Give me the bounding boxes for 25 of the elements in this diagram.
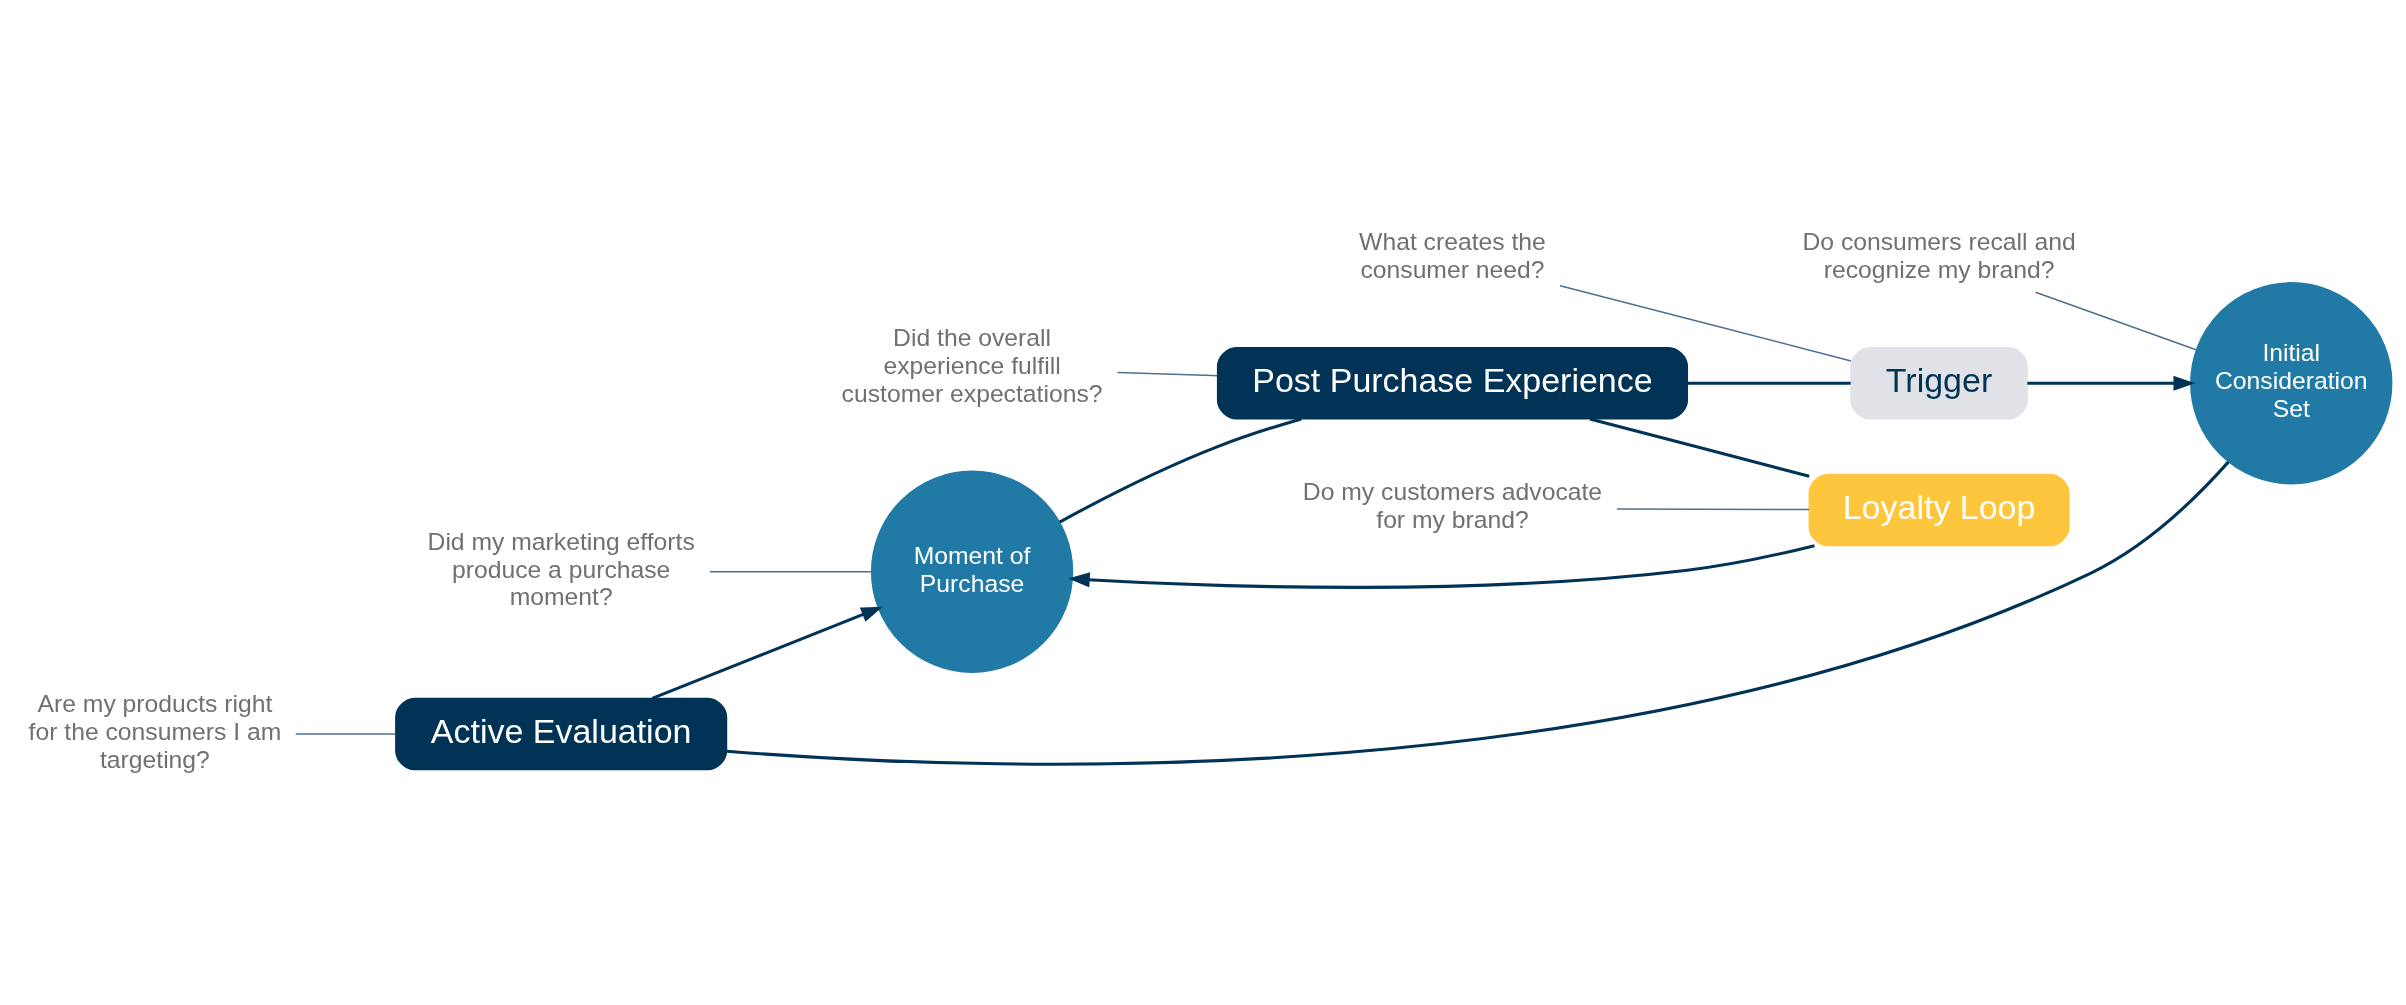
- arrow: [651, 606, 883, 700]
- connector: [1116, 371, 1219, 376]
- node-circle: Moment of Purchase: [870, 470, 1074, 673]
- connector: [1616, 507, 1810, 510]
- node-box: Active Evaluation: [395, 697, 728, 770]
- connector: [1688, 381, 1851, 385]
- connector: [2034, 290, 2197, 350]
- node-box: Loyalty Loop: [1808, 473, 2070, 546]
- connector: [726, 460, 2230, 765]
- connector: [1559, 284, 1852, 362]
- connector: [709, 570, 873, 572]
- node-box: Trigger: [1850, 346, 2028, 420]
- node-text: Did the overall experience fulfill customer expectations?: [841, 323, 1103, 407]
- node-text: Do consumers recall and recognize my brand?: [1802, 227, 2076, 283]
- connector: [1058, 416, 1302, 523]
- node-text: What creates the consumer need?: [1359, 227, 1546, 283]
- node-circle: Initial Consideration Set: [2190, 281, 2393, 484]
- node-box: Post Purchase Experience: [1216, 346, 1689, 420]
- arrow: [2027, 375, 2196, 391]
- node-text: Did my marketing efforts produce a purchase moment?: [427, 527, 695, 610]
- connector: [295, 732, 397, 735]
- node-text: Are my products right for the consumers I am targeting?: [28, 689, 282, 773]
- node-text: Do my customers advocate for my brand?: [1302, 477, 1603, 533]
- connector: [1589, 416, 1810, 478]
- arrow: [1068, 543, 1815, 589]
